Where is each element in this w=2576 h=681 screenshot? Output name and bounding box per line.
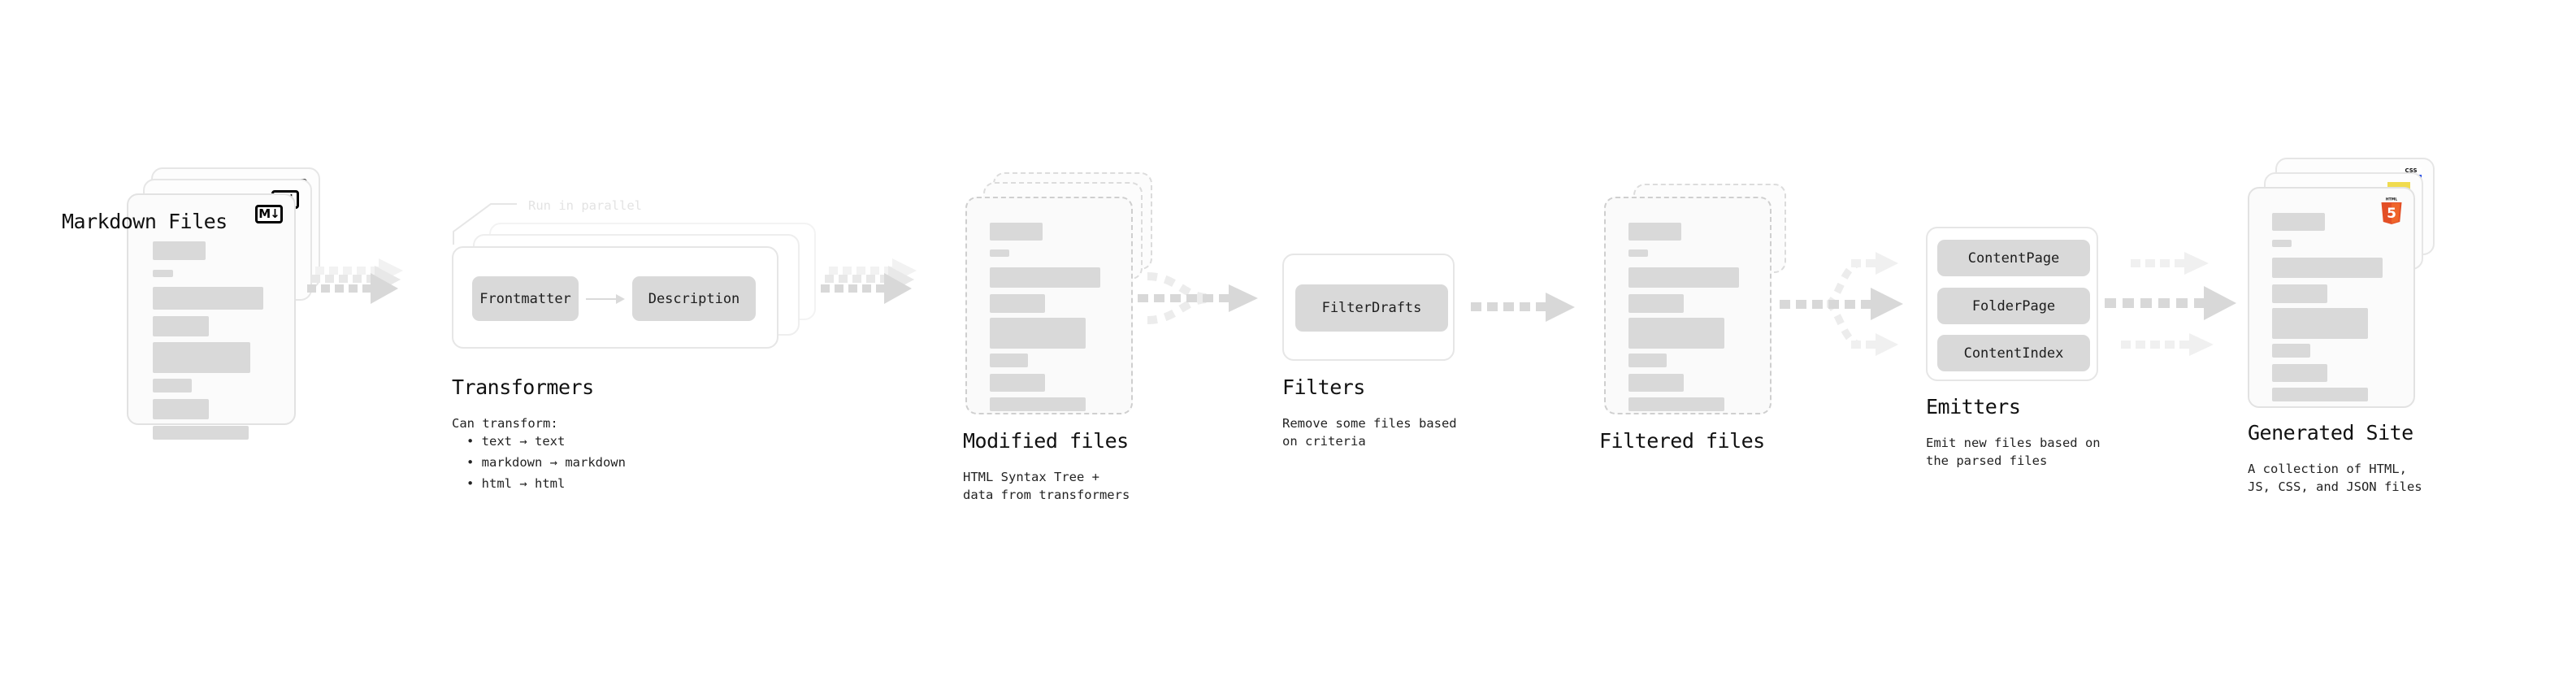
connector-filtered-to-emitters — [1780, 252, 1903, 356]
stage-caption-filtered-files: Filtered files — [1599, 429, 1765, 453]
emitters-panel: ContentPage FolderPage ContentIndex — [1926, 227, 2098, 381]
emitters-description: Emit new files based on the parsed files — [1926, 436, 2101, 468]
connector-transformers-to-modified — [821, 258, 917, 304]
stage-caption-filters: Filters — [1282, 375, 1365, 399]
transformer-arrow — [586, 294, 625, 304]
emitter-node-folderpage[interactable]: FolderPage — [1937, 288, 2090, 324]
transformers-bullet-1-label: text → text — [481, 434, 566, 449]
stage-caption-markdown-files: Markdown Files — [62, 210, 228, 233]
markdown-icon: M↓ — [255, 205, 283, 223]
svg-text:HTML: HTML — [2386, 197, 2397, 202]
filters-description: Remove some files based on criteria — [1282, 416, 1457, 449]
stage-caption-transformers: Transformers — [452, 375, 594, 399]
connector-modified-to-filters — [1138, 272, 1258, 324]
transformer-node-description[interactable]: Description — [632, 276, 756, 321]
stage-caption-modified-files: Modified files — [963, 429, 1129, 453]
stage-caption-generated-site: Generated Site — [2248, 421, 2413, 445]
generated-file-card-html: HTML 5 — [2248, 187, 2415, 408]
transformers-bullet-3: • html → html — [466, 476, 566, 491]
generated-site-description: A collection of HTML, JS, CSS, and JSON … — [2248, 462, 2422, 494]
transformers-bullet-2-label: markdown → markdown — [481, 455, 626, 470]
parallel-label: Run in parallel — [528, 198, 642, 213]
transformers-bullet-3-label: html → html — [481, 476, 566, 491]
filtered-file-card-front — [1604, 197, 1772, 414]
transformers-description: Can transform: — [452, 416, 558, 431]
transformers-bullet-1: • text → text — [466, 434, 566, 449]
transformer-panel-front: Frontmatter Description — [452, 246, 778, 349]
connector-emitters-to-site — [2105, 252, 2236, 356]
markdown-file-card-front: M↓ — [127, 193, 296, 440]
modified-file-card-front — [965, 197, 1133, 414]
html5-icon: HTML 5 — [2381, 197, 2402, 224]
modified-files-description: HTML Syntax Tree + data from transformer… — [963, 470, 1130, 502]
transformer-node-frontmatter[interactable]: Frontmatter — [472, 276, 579, 321]
filter-node-filterdrafts[interactable]: FilterDrafts — [1295, 284, 1448, 332]
filters-panel: FilterDrafts — [1282, 254, 1455, 361]
emitter-node-contentpage[interactable]: ContentPage — [1937, 240, 2090, 276]
emitter-node-contentindex[interactable]: ContentIndex — [1937, 335, 2090, 371]
stage-caption-emitters: Emitters — [1926, 395, 2021, 419]
svg-text:5: 5 — [2387, 206, 2396, 222]
connector-md-to-transformers — [307, 258, 403, 304]
transformers-bullet-2: • markdown → markdown — [466, 455, 626, 470]
parallel-leader-line — [453, 203, 517, 245]
connector-filters-to-filtered — [1471, 293, 1575, 322]
